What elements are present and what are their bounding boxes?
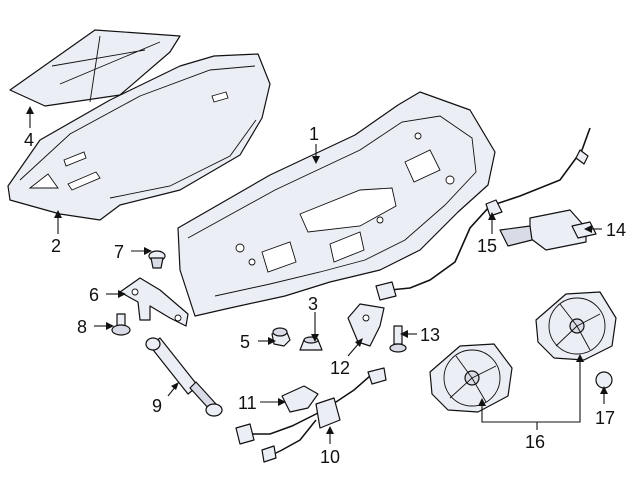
callout-8: 8 bbox=[77, 317, 87, 337]
part-8-bolt bbox=[111, 313, 131, 336]
callout-6: 6 bbox=[89, 285, 99, 305]
part-1-trunk-lid bbox=[177, 91, 496, 317]
callout-11: 11 bbox=[238, 393, 257, 413]
part-13-bolt bbox=[389, 325, 407, 353]
callout-5: 5 bbox=[240, 332, 250, 352]
part-10-wire-harness bbox=[235, 367, 387, 463]
callout-10: 10 bbox=[320, 447, 340, 467]
part-12-striker bbox=[347, 303, 385, 347]
callout-12: 12 bbox=[330, 358, 350, 378]
callout-7: 7 bbox=[114, 242, 124, 262]
callout-14: 14 bbox=[606, 220, 626, 240]
part-3-bumper bbox=[299, 336, 323, 351]
callout-15: 15 bbox=[477, 236, 497, 256]
callout-3: 3 bbox=[308, 294, 318, 314]
part-6-hinge bbox=[119, 277, 189, 327]
part-2-package-tray bbox=[7, 53, 271, 221]
callout-17: 17 bbox=[595, 408, 615, 428]
part-15-release-cable bbox=[375, 127, 591, 301]
part-16-speaker-right bbox=[535, 291, 617, 361]
callout-16: 16 bbox=[525, 432, 545, 452]
callout-13: 13 bbox=[420, 325, 440, 345]
part-17-grommet bbox=[595, 371, 613, 389]
part-4-trim-panel bbox=[9, 29, 181, 107]
callout-1: 1 bbox=[309, 124, 319, 144]
callout-9: 9 bbox=[152, 396, 162, 416]
part-5-nut bbox=[271, 327, 291, 347]
part-16-speaker-left bbox=[429, 343, 513, 413]
callout-2: 2 bbox=[51, 236, 61, 256]
part-14-actuator bbox=[499, 209, 597, 251]
part-7-clip bbox=[148, 250, 166, 269]
callout-4: 4 bbox=[24, 130, 34, 150]
leader-arrowheads bbox=[26, 106, 608, 434]
part-9-lift-support bbox=[145, 337, 223, 417]
callout-labels: 1 2 3 4 5 6 7 8 9 10 11 12 13 14 15 16 1… bbox=[24, 124, 626, 467]
part-11-bracket bbox=[281, 385, 319, 413]
